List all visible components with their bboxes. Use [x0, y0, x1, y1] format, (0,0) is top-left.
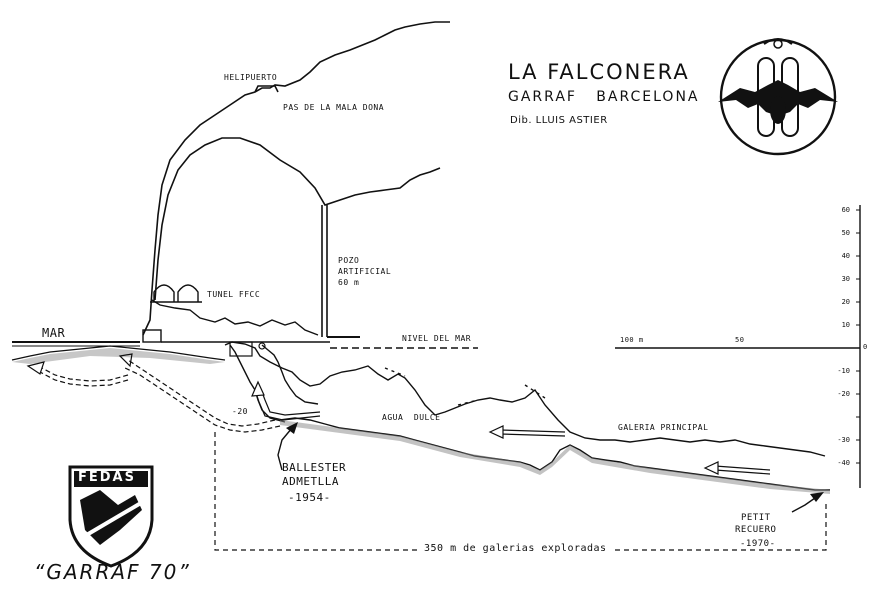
scale-tick-30: 30 — [841, 275, 850, 283]
scale-tick-10: 10 — [841, 321, 850, 329]
dive-line-1954 — [124, 367, 281, 433]
diagram-credit: Dib. LLUIS ASTIER — [510, 115, 608, 126]
label-minus-20: -20 — [232, 407, 248, 416]
scale-label-100m: 100 m — [620, 336, 644, 344]
label-galerias-exploradas: 350 m de galerias exploradas — [424, 543, 607, 554]
bat-diver-emblem — [718, 38, 838, 156]
label-pas-mala-dona: PAS DE LA MALA DONA — [283, 103, 385, 112]
fedas-logo-text: FEDAS — [78, 470, 136, 485]
label-mar: MAR — [42, 326, 66, 340]
scale-tick-40: 40 — [841, 252, 850, 260]
scale-label-0-h: 0 — [863, 343, 868, 351]
footer-garraf-70: “GARRAF 70” — [34, 560, 191, 584]
scale-tick-minus40: -40 — [837, 459, 850, 467]
scale-tick-minus20: -20 — [837, 390, 850, 398]
label-ballester-2: ADMETLLA — [282, 475, 339, 488]
petit-arrow — [791, 497, 816, 513]
scale-tick-20: 20 — [841, 298, 850, 306]
scale-label-50: 50 — [735, 336, 745, 344]
tunnel-arch-1 — [153, 284, 175, 302]
label-petit-3: -1970- — [740, 539, 776, 549]
scale-tick-minus10: -10 — [837, 367, 850, 375]
diagram-title: LA FALCONERA — [508, 60, 690, 84]
label-helipuerto: HELIPUERTO — [224, 73, 278, 82]
label-petit-2: RECUERO — [735, 525, 777, 535]
helipad — [254, 85, 279, 93]
scale-tick-50: 50 — [841, 229, 850, 237]
label-petit-1: PETIT — [741, 513, 771, 523]
hillside — [151, 299, 319, 336]
cave-ceiling — [224, 341, 826, 457]
scale-tick-60: 60 — [841, 206, 850, 214]
sea-floor — [11, 345, 226, 361]
label-pozo-3: 60 m — [338, 278, 360, 287]
label-pozo-1: POZO — [338, 256, 360, 265]
label-galeria-principal: GALERIA PRINCIPAL — [618, 423, 709, 432]
label-tunel: TUNEL FFCC — [207, 290, 261, 299]
label-agua-dulce: AGUA DULCE — [382, 413, 441, 422]
cliff-outline — [142, 21, 450, 336]
tunnel-arch-2 — [177, 284, 199, 302]
diagram-location: GARRAF BARCELONA — [508, 89, 700, 105]
cave-floor — [279, 417, 830, 491]
label-ballester-3: -1954- — [288, 491, 331, 504]
scale-ticks — [856, 209, 860, 464]
label-ballester-1: BALLESTER — [282, 461, 347, 474]
flow-arrow-3 — [261, 391, 321, 416]
flow-arrow-2 — [714, 465, 771, 471]
label-nivel-del-mar: NIVEL DEL MAR — [402, 334, 472, 343]
label-pozo-2: ARTIFICIAL — [338, 267, 392, 276]
entrance-shaft — [229, 344, 286, 423]
exploration-bracket — [214, 432, 420, 551]
scale-tick-minus30: -30 — [837, 436, 850, 444]
flow-arrow-1 — [499, 429, 566, 433]
fedas-logo — [68, 465, 154, 568]
inner-ridge — [154, 137, 441, 301]
ballester-arrow — [277, 427, 293, 471]
